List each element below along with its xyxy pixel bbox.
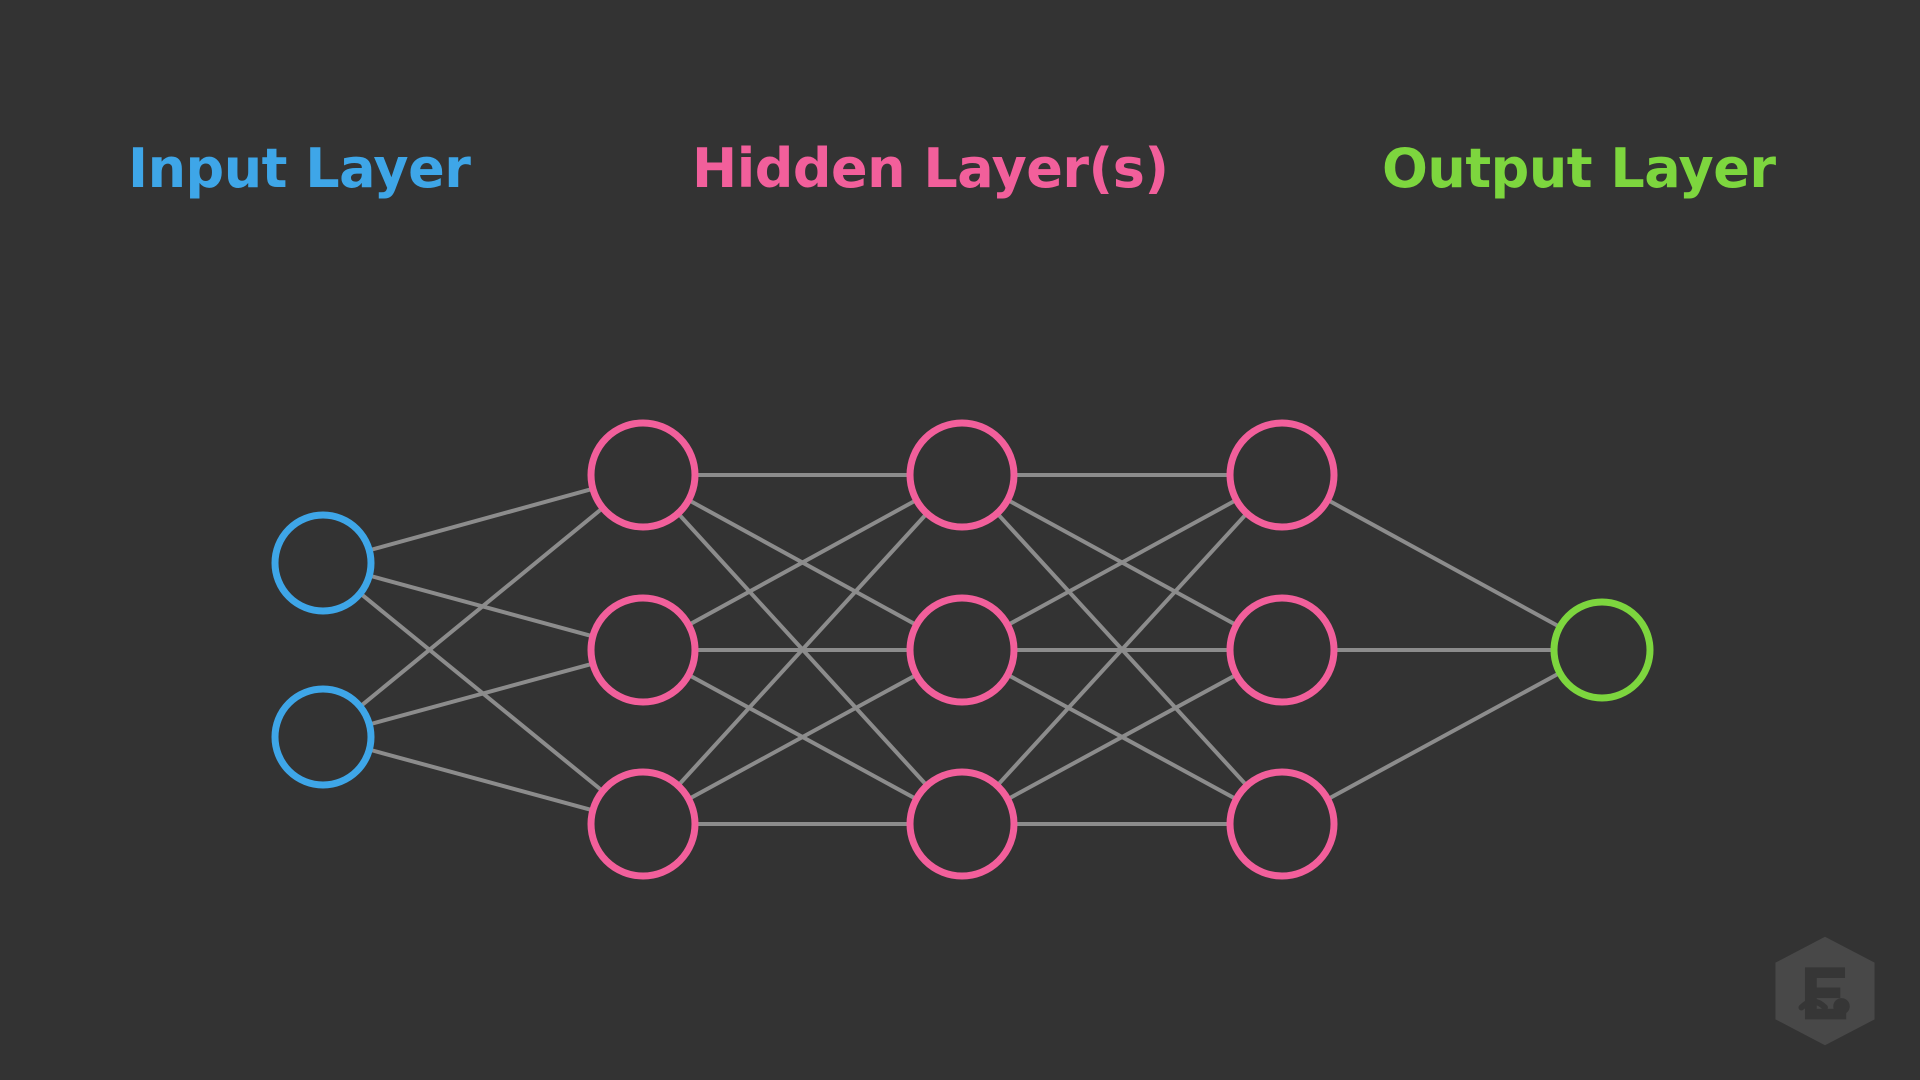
hidden-layer-label: Hidden Layer(s) — [692, 137, 1169, 200]
neuron-node-h1b[interactable] — [587, 594, 699, 706]
connection-edge — [996, 512, 1248, 787]
connection-edges-group — [359, 473, 1561, 826]
connection-edge — [369, 748, 593, 812]
connection-edge — [1007, 498, 1237, 627]
brand-logo-watermark-icon — [1775, 936, 1875, 1046]
neuron-node-i1[interactable] — [271, 511, 375, 615]
neuron-node-i2[interactable] — [271, 685, 375, 789]
connection-edge — [1007, 673, 1237, 801]
input-layer-label: Input Layer — [128, 137, 471, 200]
neuron-node-h2b[interactable] — [906, 594, 1018, 706]
connection-edge — [677, 512, 928, 787]
output-layer-label: Output Layer — [1382, 137, 1776, 200]
neuron-node-h1c[interactable] — [587, 768, 699, 880]
neuron-node-h3c[interactable] — [1226, 768, 1338, 880]
connection-edge — [369, 662, 593, 726]
connection-edge — [688, 673, 917, 801]
connection-edge — [369, 487, 593, 552]
connection-edge — [688, 498, 917, 627]
neuron-node-h3b[interactable] — [1226, 594, 1338, 706]
connection-edge — [359, 507, 604, 708]
connection-edge — [1327, 498, 1561, 629]
neuron-node-h2c[interactable] — [906, 768, 1018, 880]
neuron-node-h2a[interactable] — [906, 419, 1018, 531]
neuron-node-h1a[interactable] — [587, 419, 699, 531]
neuron-nodes-group — [271, 419, 1654, 880]
neuron-node-o1[interactable] — [1550, 598, 1654, 702]
neuron-node-h3a[interactable] — [1226, 419, 1338, 531]
connection-edge — [1327, 671, 1561, 801]
